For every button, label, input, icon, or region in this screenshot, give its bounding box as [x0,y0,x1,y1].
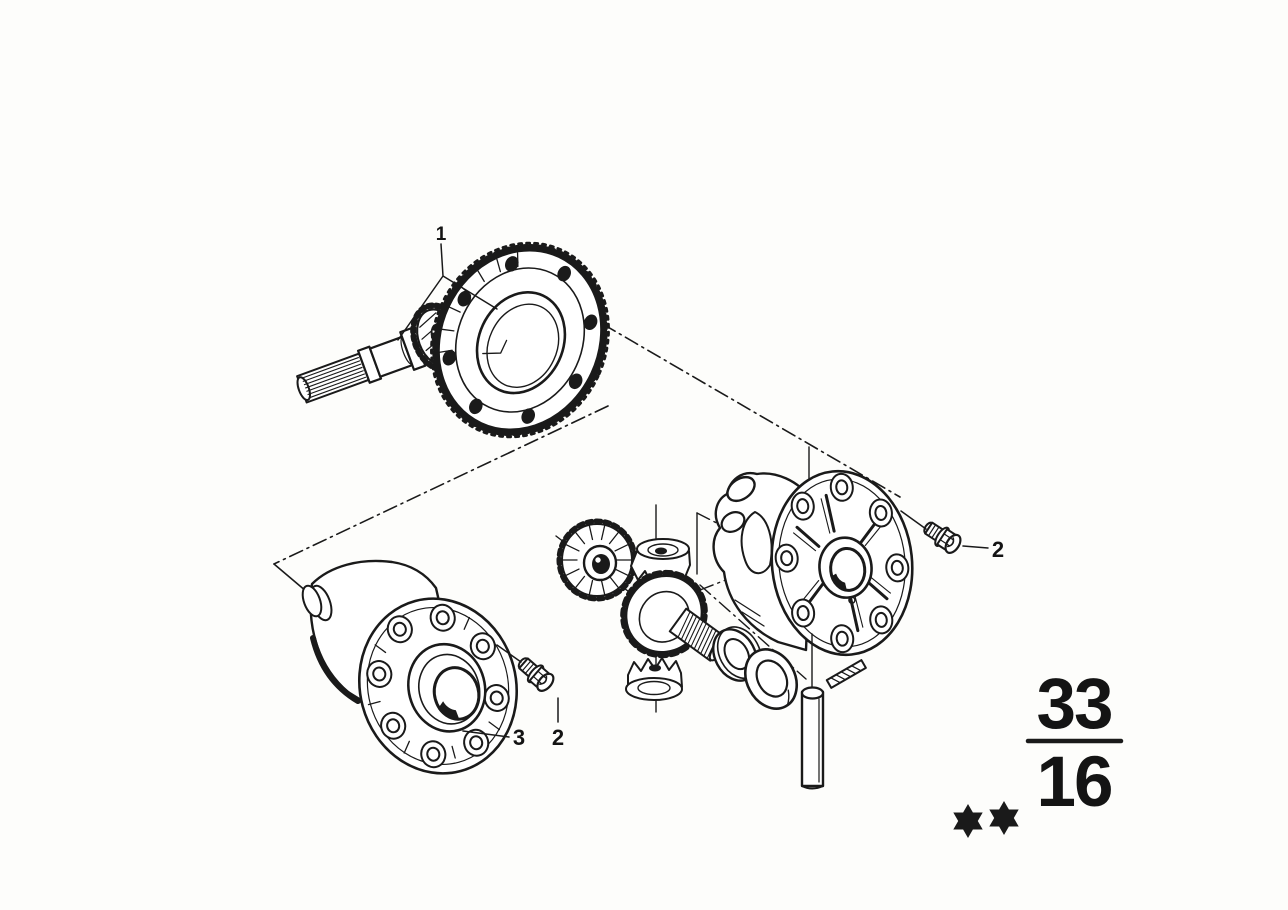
case-flange [357,597,519,775]
flange-bolt-bosses [774,472,910,654]
flange-spokes [793,493,891,633]
pinion-shaft-pin [800,633,825,790]
page-reference-denominator: 16 [1037,743,1112,822]
callout-1: 1 [397,224,498,341]
six-pointed-star-icon [989,801,1019,835]
callout-2-right-label: 2 [992,537,1004,562]
callout-3-label: 3 [513,725,525,750]
differential-housing-right [712,469,914,657]
case-bolt-right [918,516,965,558]
spline-hatching [301,357,367,399]
case-bolt-holes [366,603,510,769]
side-gear-left [556,518,638,602]
roll-pin [825,659,867,689]
callout-1-label: 1 [436,224,447,245]
callout-3: 3 [462,725,525,750]
case-bolt-left [512,651,558,696]
differential-case-left [301,559,519,775]
pinion-bevel-top [630,538,691,587]
callout-2-right: 2 [900,510,1004,562]
pinion-bevel-bottom [625,657,683,701]
six-pointed-star-icon [953,804,983,838]
page-reference-numerator: 33 [1037,665,1112,744]
housing-flange [770,469,914,657]
page-reference: 33 16 [1025,665,1124,822]
variant-star-markers [953,801,1019,838]
callout-2-left: 2 [496,644,564,750]
shim-ring [743,648,799,710]
differential-gear-cluster [556,518,799,710]
crown-wheel [430,241,610,439]
bolt-holes [442,256,598,424]
callout-2-left-label: 2 [552,725,564,750]
